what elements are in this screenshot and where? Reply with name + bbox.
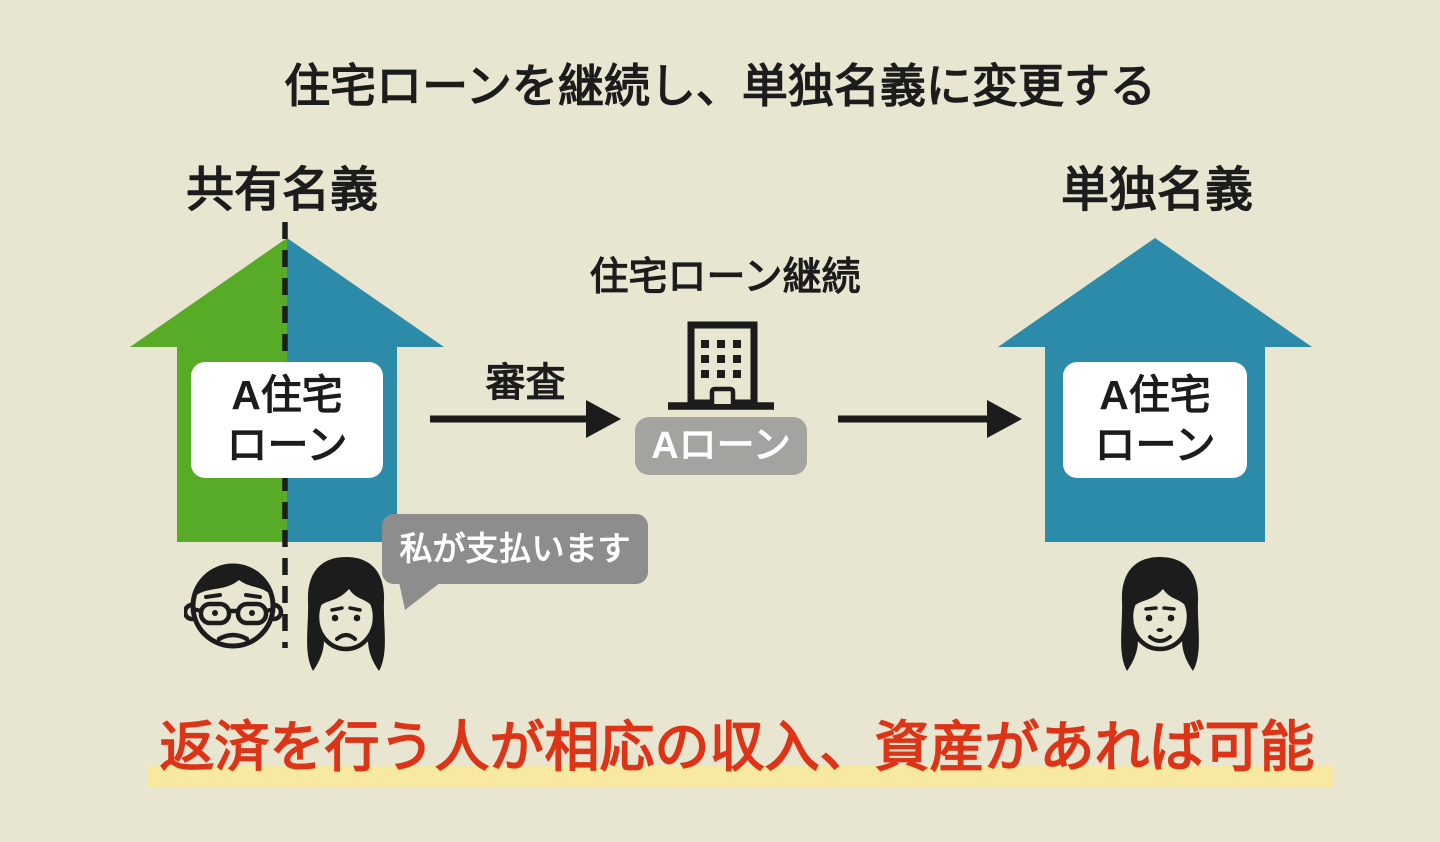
- screening-label: 審査: [485, 361, 566, 405]
- loan-label-line1: A住宅: [231, 372, 343, 418]
- page-title: 住宅ローンを継続し、単独名義に変更する: [284, 60, 1156, 112]
- sole-ownership-heading: 単独名義: [1060, 164, 1253, 217]
- right-house-loan-label: A住宅 ローン: [1063, 362, 1247, 478]
- woman-sad-face-icon: [307, 557, 385, 671]
- bank-loan-badge: Aローン: [635, 417, 807, 475]
- left-house-loan-label: A住宅 ローン: [191, 362, 383, 478]
- bank-building-icon: [668, 321, 774, 410]
- speech-bubble-text: 私が支払います: [399, 530, 631, 567]
- footer-highlight-band: [148, 766, 1333, 787]
- man-sad-face-icon: [184, 563, 284, 649]
- loan-label-line2: ローン: [1094, 422, 1216, 468]
- loan-continuation-heading: 住宅ローン継続: [589, 256, 861, 299]
- screening-arrow-icon: [430, 400, 621, 438]
- speech-bubble-tail: [399, 582, 441, 610]
- joint-ownership-heading: 共有名義: [185, 164, 378, 217]
- speech-bubble: 私が支払います: [382, 514, 648, 584]
- woman-happy-face-icon: [1121, 557, 1199, 671]
- footer-message: 返済を行う人が相応の収入、資産があれば可能: [159, 716, 1315, 778]
- continuation-arrow-icon: [838, 400, 1022, 438]
- loan-label-line1: A住宅: [1099, 372, 1211, 418]
- loan-label-line2: ローン: [226, 422, 348, 468]
